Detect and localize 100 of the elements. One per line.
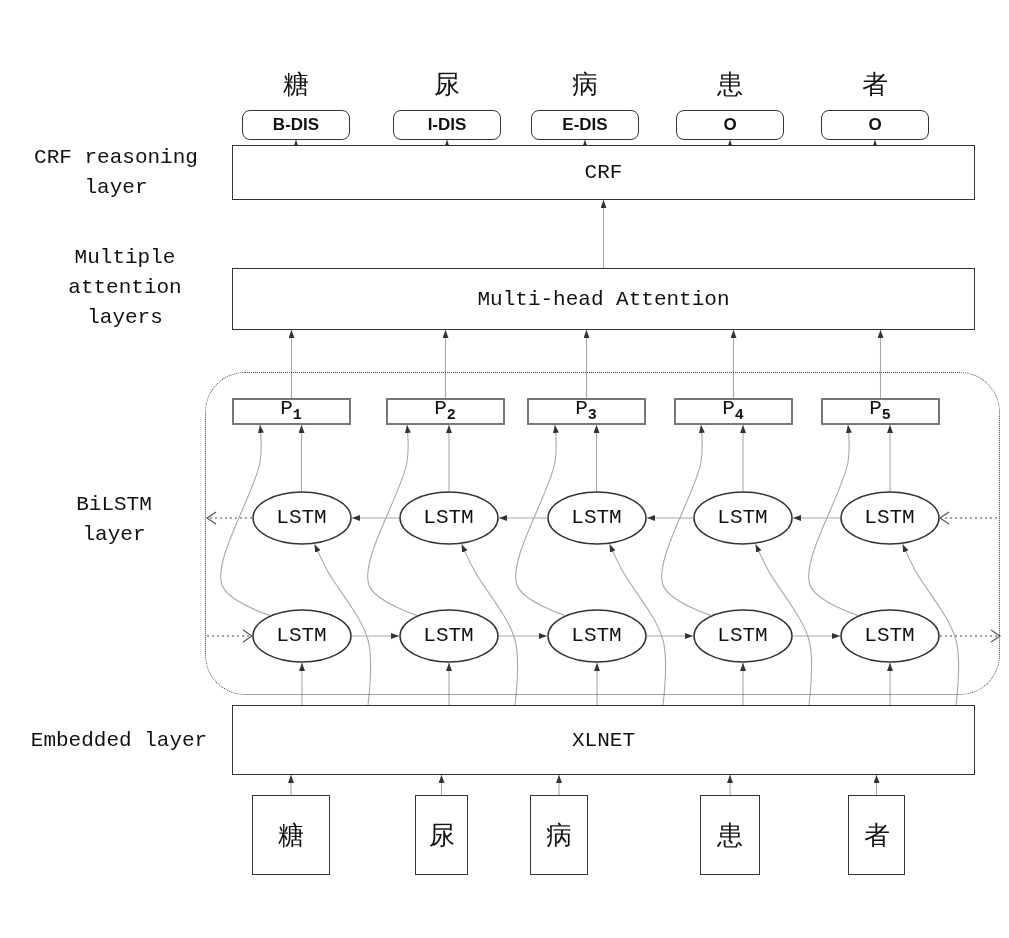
dashed-arrow xyxy=(939,511,998,525)
character-label: 患 xyxy=(716,68,744,101)
arrow xyxy=(498,515,548,521)
arrow xyxy=(293,139,299,148)
character-box xyxy=(415,795,468,875)
arrow xyxy=(887,424,893,492)
arrow xyxy=(792,633,841,639)
layer-label: Multiple attention layers xyxy=(67,245,183,331)
output-box xyxy=(526,397,646,425)
arrow xyxy=(438,774,445,796)
arrow xyxy=(887,662,893,706)
output-box xyxy=(673,397,793,425)
node-label: P$_{4}$ xyxy=(722,398,744,424)
dashed-arrow xyxy=(939,629,1001,643)
tag-label: E-DIS xyxy=(562,115,608,135)
arrow xyxy=(583,329,590,399)
arrow xyxy=(298,424,305,492)
lstm-ellipse xyxy=(251,490,352,545)
arrow xyxy=(873,774,880,796)
lstm-ellipse xyxy=(398,490,499,545)
arrow xyxy=(755,543,813,706)
node-label: LSTM xyxy=(717,624,768,647)
lstm-ellipse xyxy=(692,490,793,545)
arrow xyxy=(367,424,418,616)
tag-label: I-DIS xyxy=(427,115,467,135)
node-label: P$_{5}$ xyxy=(869,398,891,424)
layer-label: CRF reasoning layer xyxy=(33,145,199,201)
arrow xyxy=(609,543,667,706)
tag-label: O xyxy=(723,115,737,135)
character-box xyxy=(848,795,905,875)
arrow xyxy=(902,543,960,706)
arrow xyxy=(646,515,694,521)
arrow xyxy=(288,774,294,796)
node-label: LSTM xyxy=(864,624,915,647)
arrow xyxy=(872,139,878,148)
arrow xyxy=(288,329,295,399)
node-label: LSTM xyxy=(423,624,474,647)
node-label: LSTM xyxy=(864,506,915,529)
arrow xyxy=(877,329,884,399)
output-box xyxy=(231,397,351,425)
arrow xyxy=(444,139,450,148)
character-box xyxy=(700,795,760,875)
arrow xyxy=(314,543,372,706)
node-label: LSTM xyxy=(717,506,768,529)
layer-box xyxy=(232,705,975,775)
lstm-ellipse xyxy=(398,608,499,663)
layer-label: Embedded layer xyxy=(29,728,209,754)
layer-box xyxy=(232,268,975,330)
node-label: Multi-head Attention xyxy=(477,287,730,311)
node-label: P$_{3}$ xyxy=(575,398,597,424)
character-box xyxy=(252,795,330,875)
output-box xyxy=(820,397,940,425)
arrow xyxy=(727,774,733,796)
arrow xyxy=(582,139,588,148)
lstm-ellipse xyxy=(546,490,647,545)
arrow xyxy=(593,424,600,492)
arrow xyxy=(515,424,566,616)
character-label: 尿 xyxy=(433,68,461,101)
node-label: 病 xyxy=(546,818,572,852)
lstm-ellipse xyxy=(839,608,940,663)
node-label: LSTM xyxy=(276,624,327,647)
layer-label: BiLSTM layer xyxy=(75,492,153,548)
arrow xyxy=(808,424,859,616)
lstm-ellipse xyxy=(546,608,647,663)
arrow xyxy=(351,515,400,521)
lstm-ellipse xyxy=(692,608,793,663)
arrow xyxy=(600,199,607,269)
node-label: LSTM xyxy=(571,624,622,647)
layer-box xyxy=(232,145,975,200)
node-label: LSTM xyxy=(276,506,327,529)
arrow xyxy=(299,662,305,706)
arrow xyxy=(727,139,733,148)
arrow xyxy=(646,633,694,639)
tag-label: B-DIS xyxy=(272,115,320,135)
node-label: 尿 xyxy=(428,818,455,852)
arrow xyxy=(556,774,562,796)
node-label: LSTM xyxy=(423,506,474,529)
dashed-arrow xyxy=(206,511,253,525)
node-label: P$_{2}$ xyxy=(434,398,456,424)
arrow xyxy=(740,424,746,492)
character-label: 病 xyxy=(571,68,599,101)
arrow xyxy=(792,515,841,521)
arrow xyxy=(446,662,452,706)
arrow xyxy=(661,424,712,616)
tag-label: O xyxy=(868,115,882,135)
arrow xyxy=(351,633,400,639)
arrow xyxy=(740,662,746,706)
arrow xyxy=(594,662,600,706)
character-box xyxy=(530,795,588,875)
character-label: 者 xyxy=(861,68,889,101)
dashed-arrow xyxy=(206,629,253,643)
arrow xyxy=(446,424,452,492)
node-label: P$_{1}$ xyxy=(280,398,302,424)
lstm-ellipse xyxy=(251,608,352,663)
node-label: LSTM xyxy=(571,506,622,529)
arrow xyxy=(498,633,548,639)
arrow xyxy=(730,329,737,399)
node-label: 者 xyxy=(863,818,890,852)
lstm-ellipse xyxy=(839,490,940,545)
arrow xyxy=(442,329,449,399)
